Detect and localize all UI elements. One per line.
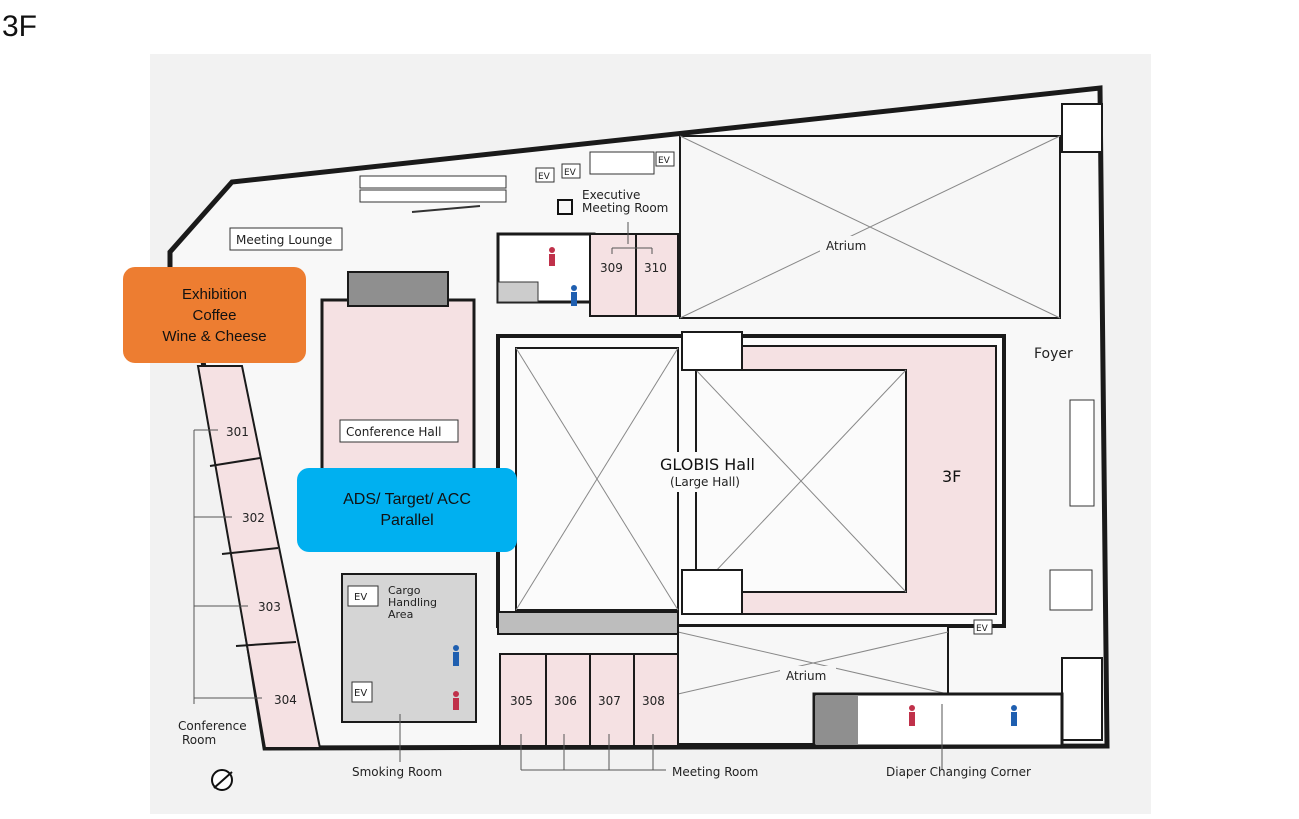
room-304-label: 304: [274, 693, 297, 707]
foyer-label: Foyer: [1034, 346, 1073, 362]
room-306-label: 306: [554, 694, 577, 708]
right-stair-bottom: [1061, 657, 1103, 741]
executive-label-1: Executive: [582, 188, 640, 202]
room-310: [635, 233, 679, 317]
elevator-1-label: EV: [538, 172, 551, 182]
right-stair-top: [1061, 103, 1103, 153]
cargo-label-3: Area: [388, 608, 413, 621]
male-icon-bottom: [1011, 705, 1017, 711]
cargo-elevator-2-label: EV: [354, 688, 367, 699]
globis-hall-label: GLOBIS Hall: [660, 455, 755, 474]
room-309-label: 309: [600, 261, 623, 275]
room-305-label: 305: [510, 694, 533, 708]
conference-hall-box: [339, 419, 459, 443]
exhibition-line-1: Exhibition: [181, 285, 248, 303]
meeting-rooms-bar: [497, 611, 679, 635]
female-icon-top: [549, 247, 555, 253]
parallel-line-1: ADS/ Target/ ACC: [343, 491, 471, 508]
exhibition-line-2: Coffee: [192, 306, 237, 324]
cargo-elevator-2: [351, 681, 373, 703]
hall-floor-label: 3F: [942, 467, 961, 486]
cargo-elevator-1-label: EV: [354, 592, 367, 603]
floor-title: 3F: [2, 10, 38, 43]
escalators-top: [359, 151, 655, 213]
room-303-label: 303: [258, 600, 281, 614]
elevator-3: [655, 151, 675, 167]
meeting-room-leader: [520, 734, 666, 771]
large-hall-label: (Large Hall): [670, 475, 740, 489]
atrium-top-label-bg: [820, 236, 876, 254]
restroom-bottom-gray: [816, 696, 858, 744]
female-icon-top-body: [549, 254, 555, 266]
globis-label-bg: [654, 452, 764, 492]
room-302-label: 302: [242, 511, 265, 525]
conference-room-label-2: Room: [182, 733, 216, 747]
male-icon-bottom-body: [1011, 712, 1017, 726]
meeting-lounge-box: [229, 227, 343, 251]
smoking-room-label: Smoking Room: [352, 765, 442, 779]
elevator-right-label: EV: [976, 624, 989, 634]
male-icon-cargo: [453, 645, 459, 651]
elevator-2: [561, 163, 581, 179]
room-307: [589, 653, 635, 747]
diaper-label: Diaper Changing Corner: [886, 765, 1031, 779]
conference-rooms: [193, 365, 322, 749]
executive-leader: [611, 222, 653, 254]
conference-hall-room: [320, 298, 476, 498]
room-308-label: 308: [642, 694, 665, 708]
room-305: [499, 653, 547, 747]
executive-elevator-icon: [557, 199, 573, 215]
executive-label-2: Meeting Room: [582, 201, 668, 215]
exhibition-callout: Exhibition Coffee Wine & Cheese: [123, 267, 306, 363]
foyer-escalator: [1069, 399, 1095, 507]
meeting-lounge-label: Meeting Lounge: [236, 233, 332, 247]
male-icon-cargo-body: [453, 652, 459, 666]
cargo-label-1: Cargo: [388, 584, 421, 597]
conference-room-label-1: Conference: [178, 719, 247, 733]
spiral-stair: [1049, 569, 1093, 611]
male-icon-top-body: [571, 292, 577, 306]
elevator-1: [535, 167, 555, 183]
parallel-line-2: Parallel: [380, 512, 434, 529]
atrium-top-label: Atrium: [826, 239, 866, 253]
cargo-elevator-1: [347, 585, 379, 607]
room-306: [545, 653, 591, 747]
cargo-label-2: Handling: [388, 596, 437, 609]
restroom-top-inner: [497, 281, 539, 303]
male-icon-top: [571, 285, 577, 291]
exhibition-line-3: Wine & Cheese: [162, 327, 267, 345]
atrium-bottom-label-bg: [780, 666, 836, 684]
female-icon-bottom-body: [909, 712, 915, 726]
room-301-label: 301: [226, 425, 249, 439]
hall-stair-top: [681, 331, 743, 371]
female-icon-bottom: [909, 705, 915, 711]
floor-plan-svg: 301 302 303 304 Conference Room Meeting …: [167, 85, 1110, 791]
room-309: [589, 233, 637, 317]
atrium-bottom-label: Atrium: [786, 669, 826, 683]
room-308: [633, 653, 679, 747]
parallel-callout: ADS/ Target/ ACC Parallel: [297, 468, 517, 552]
elevator-2-label: EV: [564, 168, 577, 178]
conference-hall-label: Conference Hall: [346, 425, 441, 439]
female-icon-cargo-body: [453, 698, 459, 710]
hall-stair-bottom: [681, 569, 743, 615]
floor-map: 301 302 303 304 Conference Room Meeting …: [150, 54, 1151, 814]
conference-hall-stage: [347, 271, 449, 307]
meeting-room-label: Meeting Room: [672, 765, 758, 779]
elevator-right: [973, 619, 993, 635]
female-icon-cargo: [453, 691, 459, 697]
elevator-3-label: EV: [658, 156, 671, 166]
room-310-label: 310: [644, 261, 667, 275]
room-307-label: 307: [598, 694, 621, 708]
